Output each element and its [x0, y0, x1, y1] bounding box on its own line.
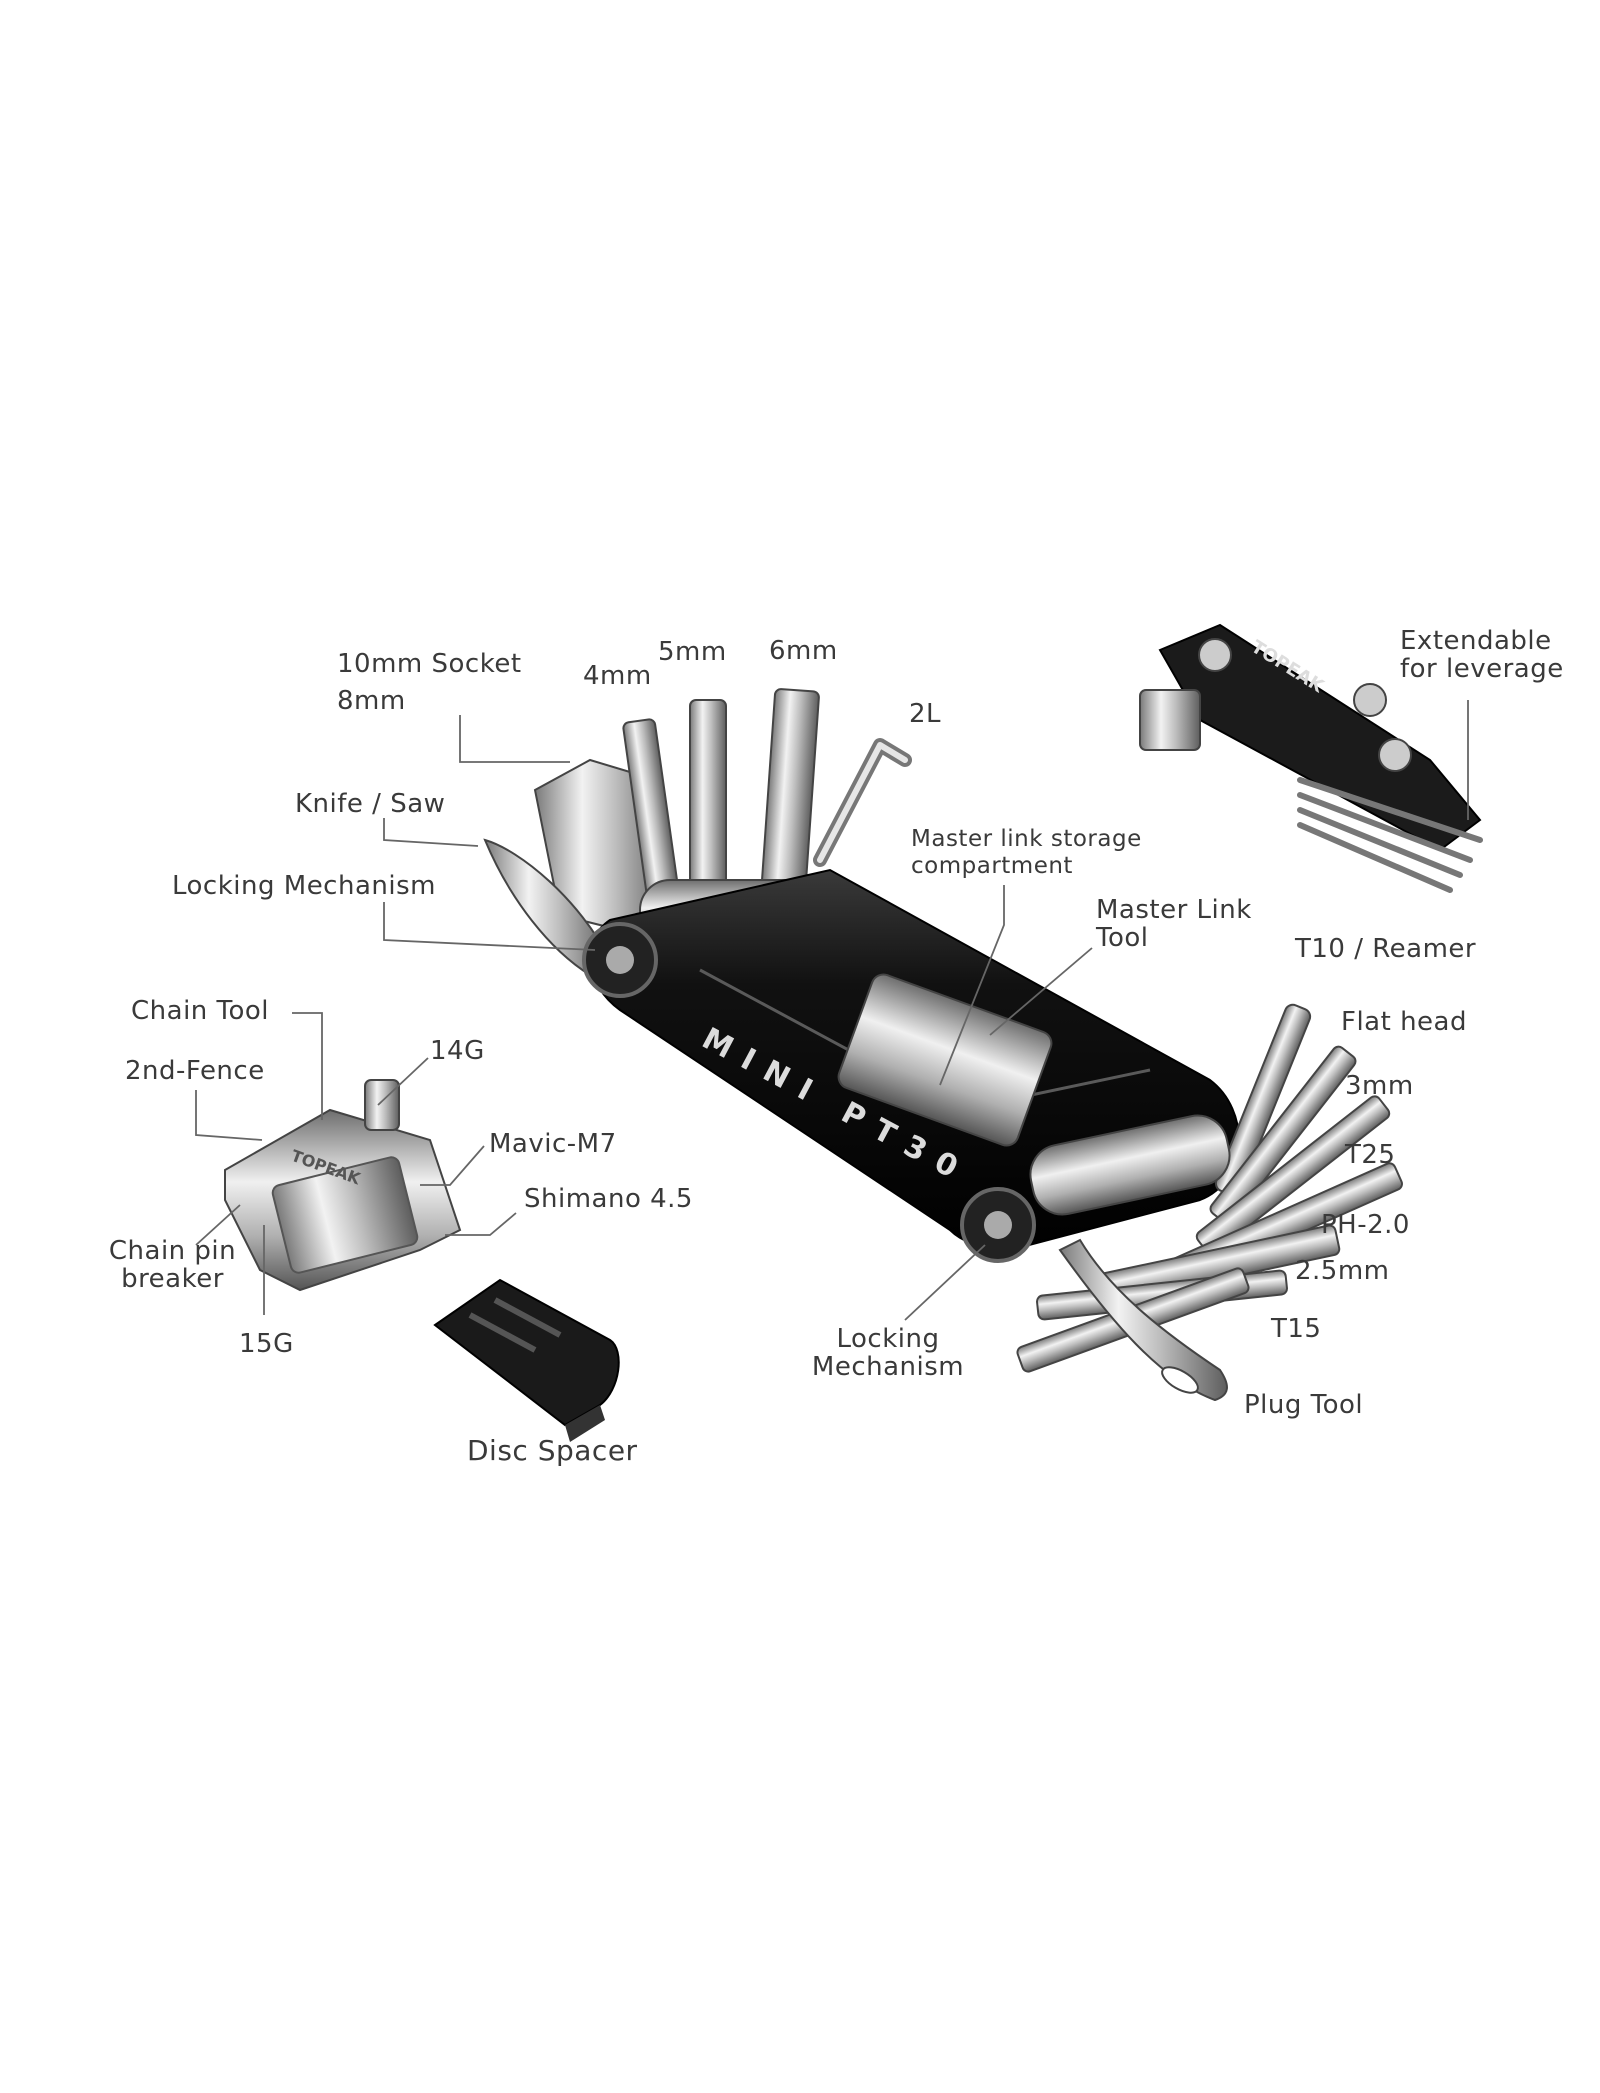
label-hex-2l: 2L: [909, 699, 942, 729]
leader-14g: [377, 1057, 429, 1106]
label-shimano-4-5: Shimano 4.5: [524, 1184, 693, 1214]
label-chain-tool: Chain Tool: [131, 996, 270, 1026]
hex-6mm-bit: [760, 688, 820, 902]
label-t15: T15: [1271, 1314, 1322, 1344]
label-locking-mechanism-bottom: Locking Mechanism: [811, 1324, 965, 1382]
leader-mavic: [420, 1145, 485, 1186]
label-locking-mechanism-top: Locking Mechanism: [172, 871, 436, 901]
label-knife-saw: Knife / Saw: [295, 789, 446, 819]
label-hex-4mm: 4mm: [583, 661, 652, 691]
disc-spacer-illustration: [433, 1278, 620, 1442]
bottom-bits-group: [1016, 1003, 1403, 1402]
hex-2l-key: [813, 738, 912, 867]
label-master-link-tool: Master Link Tool: [1096, 895, 1252, 953]
label-second-fence: 2nd-Fence: [125, 1056, 265, 1086]
label-ph-2-0: PH-2.0: [1321, 1210, 1410, 1240]
label-mavic-m7: Mavic-M7: [489, 1129, 617, 1159]
label-socket-8mm: 8mm: [337, 686, 406, 716]
leader-knife: [383, 818, 479, 847]
leader-chain-pin-breaker: [195, 1204, 241, 1246]
label-hex-5mm: 5mm: [658, 637, 727, 667]
leader-master-link-storage: [939, 885, 1005, 1086]
leader-socket: [459, 715, 570, 763]
label-15g: 15G: [239, 1329, 294, 1359]
leader-second-fence: [195, 1090, 263, 1141]
label-plug-tool: Plug Tool: [1244, 1390, 1364, 1420]
chain-tool-illustration: TOPEAK: [224, 1079, 462, 1292]
hex-5mm-bit: [689, 699, 727, 901]
leader-master-link-tool: [989, 947, 1093, 1036]
label-disc-spacer: Disc Spacer: [467, 1434, 638, 1467]
label-chain-pin-breaker: Chain pin breaker: [108, 1236, 237, 1294]
label-hex-2-5mm: 2.5mm: [1295, 1256, 1390, 1286]
label-t25: T25: [1345, 1140, 1396, 1170]
leader-locking-top: [383, 902, 596, 951]
leader-chain-tool: [292, 1012, 323, 1120]
label-flat-head: Flat head: [1341, 1007, 1467, 1037]
label-t10-reamer: T10 / Reamer: [1295, 934, 1477, 964]
label-hex-3mm: 3mm: [1345, 1071, 1414, 1101]
plug-tool: [1058, 1238, 1228, 1402]
label-extendable: Extendable for leverage: [1400, 626, 1564, 684]
label-14g: 14G: [430, 1036, 485, 1066]
label-hex-6mm: 6mm: [769, 636, 838, 666]
bottom-hinge-barrel: [1029, 1114, 1231, 1216]
leader-shimano: [445, 1212, 517, 1236]
master-link-tool: [837, 973, 1053, 1147]
leader-locking-bottom: [904, 1244, 986, 1321]
label-socket-10mm: 10mm Socket: [337, 649, 522, 679]
label-master-link-storage: Master link storage compartment: [911, 826, 1142, 879]
leader-lines: [195, 700, 1469, 1321]
